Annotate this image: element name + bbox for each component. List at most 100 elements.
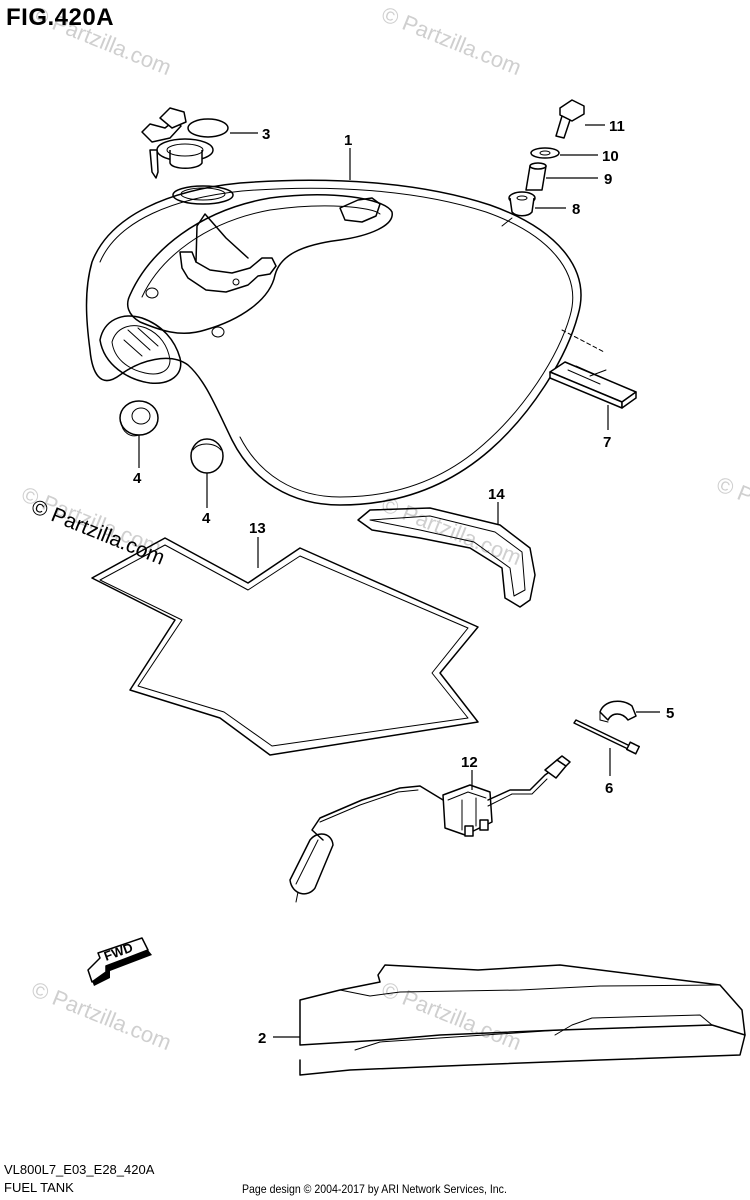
section-name: FUEL TANK xyxy=(4,1180,74,1195)
tank-hole xyxy=(211,326,225,338)
callout-10: 10 xyxy=(602,148,619,165)
sender-wire-2 xyxy=(487,778,548,807)
filler-neck xyxy=(172,185,234,205)
watermark-text: © Partzilla.com xyxy=(378,976,525,1055)
cushion-side xyxy=(120,421,140,437)
hardware-axis xyxy=(501,217,513,227)
callout-4b: 4 xyxy=(202,510,211,527)
sender-float xyxy=(289,833,334,895)
heat-shield-sheet xyxy=(91,537,479,756)
cushion-side-detail xyxy=(192,443,222,451)
diagram-code: VL800L7_E03_E28_420A xyxy=(4,1162,155,1177)
pad-axis xyxy=(561,329,605,353)
tank-front-opening-inner xyxy=(111,325,171,375)
sender-float-tip xyxy=(295,891,299,903)
clamp-edge xyxy=(599,711,609,723)
fuel-tank xyxy=(85,179,582,506)
fwd-arrow: FWD xyxy=(87,937,152,986)
callout-9: 9 xyxy=(604,171,612,188)
callout-12: 12 xyxy=(461,754,478,771)
rear-cushion-inner xyxy=(369,515,526,597)
callout-13: 13 xyxy=(249,520,266,537)
fuel-tank-outline xyxy=(85,179,582,506)
stripe-lower-2 xyxy=(354,1029,561,1051)
sender-unit-detail xyxy=(447,791,487,831)
stripe-lower xyxy=(299,1034,746,1076)
fuel-cap-inner xyxy=(166,143,204,157)
tank-front-opening-detail xyxy=(123,327,159,357)
sender-terminal xyxy=(464,825,474,837)
bolt-shank xyxy=(555,115,571,139)
sender-connector-plug xyxy=(556,755,571,767)
key-2 xyxy=(149,149,159,179)
washer-hole xyxy=(539,150,551,156)
tank-bracket xyxy=(179,251,277,293)
key-3 xyxy=(159,107,187,129)
sender-arm-2 xyxy=(319,789,419,823)
collar-top xyxy=(529,162,547,170)
clamp-body xyxy=(599,700,637,721)
rear-cushion-outline xyxy=(357,507,536,608)
rear-mount-pad-end xyxy=(621,391,637,409)
fuel-cap-lid xyxy=(187,118,229,138)
fuel-tank-ridge xyxy=(127,194,393,335)
callout-numbers: 1 2 3 4 4 5 6 7 8 9 10 11 12 13 14 xyxy=(133,118,674,1047)
tank-stripe-decal xyxy=(299,964,746,1076)
callout-8: 8 xyxy=(572,201,580,218)
cushion-outer xyxy=(119,400,159,436)
fuel-tank-ridge-inner xyxy=(141,205,381,298)
fuel-cap-with-keys xyxy=(141,107,229,179)
bolt xyxy=(559,99,585,122)
watermark-layer: © Partzilla.com © Partzilla.com © Partzi… xyxy=(18,1,750,1055)
callout-1: 1 xyxy=(344,132,352,149)
tank-bracket-arm xyxy=(195,213,249,263)
mount-bushing-body xyxy=(509,197,535,217)
callout-14: 14 xyxy=(488,486,505,503)
watermark-text: © Partzilla.com xyxy=(378,1,525,80)
watermark-text: © Partzilla.com xyxy=(378,491,525,570)
stripe-outline xyxy=(299,964,746,1046)
mount-hardware xyxy=(501,99,585,227)
mount-bushing-hole xyxy=(516,195,528,201)
rear-mount-pad-groove xyxy=(567,365,613,385)
callout-3: 3 xyxy=(262,126,270,143)
sender-float-line xyxy=(295,839,319,885)
wire-tie-head xyxy=(626,741,640,755)
callout-leaders xyxy=(138,124,660,1038)
rubber-cushion-front xyxy=(119,400,159,437)
tank-hole xyxy=(145,287,159,299)
stripe-inner xyxy=(554,1014,713,1036)
fwd-arrow-shadow xyxy=(88,950,152,986)
rear-mount-pad xyxy=(549,329,637,409)
filler-neck-inner xyxy=(180,187,226,201)
copyright-notice: Page design © 2004-2017 by ARI Network S… xyxy=(242,1182,507,1196)
heat-shield-inner xyxy=(99,544,469,747)
fuel-cap-base xyxy=(169,150,203,169)
clamp xyxy=(599,700,637,723)
figure-title: FIG.420A xyxy=(6,4,115,31)
cushion-inner xyxy=(131,407,151,425)
tank-front-opening xyxy=(99,315,182,384)
heat-shield-outline xyxy=(91,537,479,756)
sender-terminal xyxy=(479,819,489,831)
callout-2: 2 xyxy=(258,1030,266,1047)
watermark-text: © Partzilla.com xyxy=(28,976,175,1055)
stripe-upper xyxy=(339,984,721,997)
wire-tie xyxy=(573,719,640,755)
sender-arm xyxy=(311,785,449,841)
callout-5: 5 xyxy=(666,705,674,722)
wire-tie-strap xyxy=(573,719,631,750)
bracket-hole xyxy=(232,278,240,286)
fuel-level-gauge-sender xyxy=(289,755,571,903)
sender-wire xyxy=(487,767,556,801)
washer xyxy=(530,147,560,159)
callout-11: 11 xyxy=(609,118,625,135)
rear-cushion-pad xyxy=(357,507,536,608)
callout-4a: 4 xyxy=(133,470,142,487)
callout-7: 7 xyxy=(603,434,611,451)
fuel-tank-outline-inner xyxy=(99,187,574,498)
rear-bracket xyxy=(339,197,381,223)
rubber-cushion-side xyxy=(190,438,224,474)
